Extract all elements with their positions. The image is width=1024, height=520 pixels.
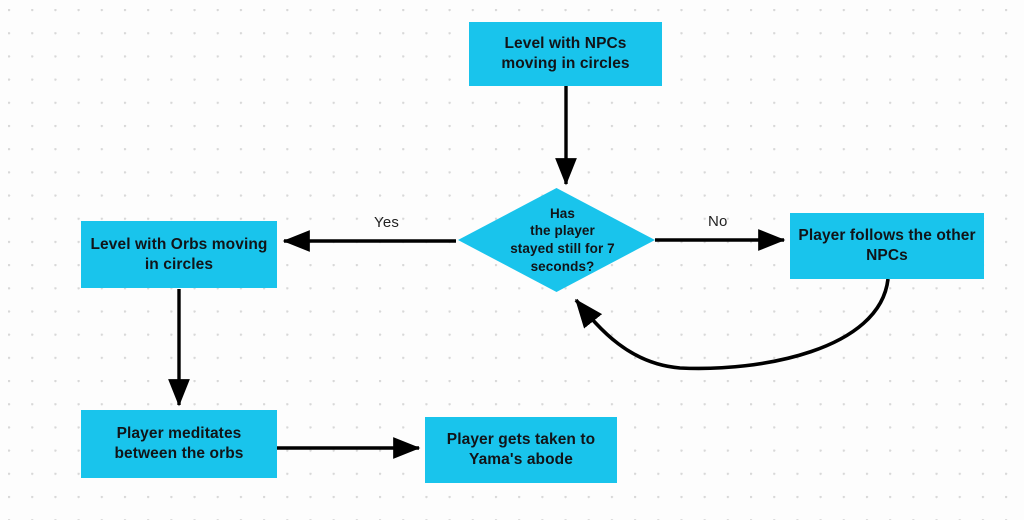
node-level-with-npcs[interactable]: Level with NPCs moving in circles bbox=[469, 22, 662, 86]
node-player-meditates-label: Player meditates between the orbs bbox=[114, 425, 244, 462]
node-yama-abode[interactable]: Player gets taken to Yama's abode bbox=[425, 417, 617, 483]
edge-label-no: No bbox=[708, 213, 728, 230]
edge-follows-to-decision bbox=[574, 278, 890, 371]
node-player-follows-npcs-label: Player follows the other NPCs bbox=[798, 227, 976, 264]
node-level-with-npcs-label: Level with NPCs moving in circles bbox=[501, 35, 630, 72]
node-level-with-orbs[interactable]: Level with Orbs moving in circles bbox=[81, 221, 277, 288]
node-player-follows-npcs[interactable]: Player follows the other NPCs bbox=[790, 213, 984, 279]
node-decision-stayed-still-label: Has the player stayed still for 7 second… bbox=[510, 205, 615, 274]
edge-label-yes: Yes bbox=[374, 214, 400, 231]
node-player-meditates[interactable]: Player meditates between the orbs bbox=[81, 410, 277, 478]
node-yama-abode-label: Player gets taken to Yama's abode bbox=[446, 431, 596, 468]
node-decision-stayed-still[interactable]: Has the player stayed still for 7 second… bbox=[458, 188, 655, 292]
node-level-with-orbs-label: Level with Orbs moving in circles bbox=[90, 235, 268, 273]
diamond-shape bbox=[458, 188, 655, 292]
